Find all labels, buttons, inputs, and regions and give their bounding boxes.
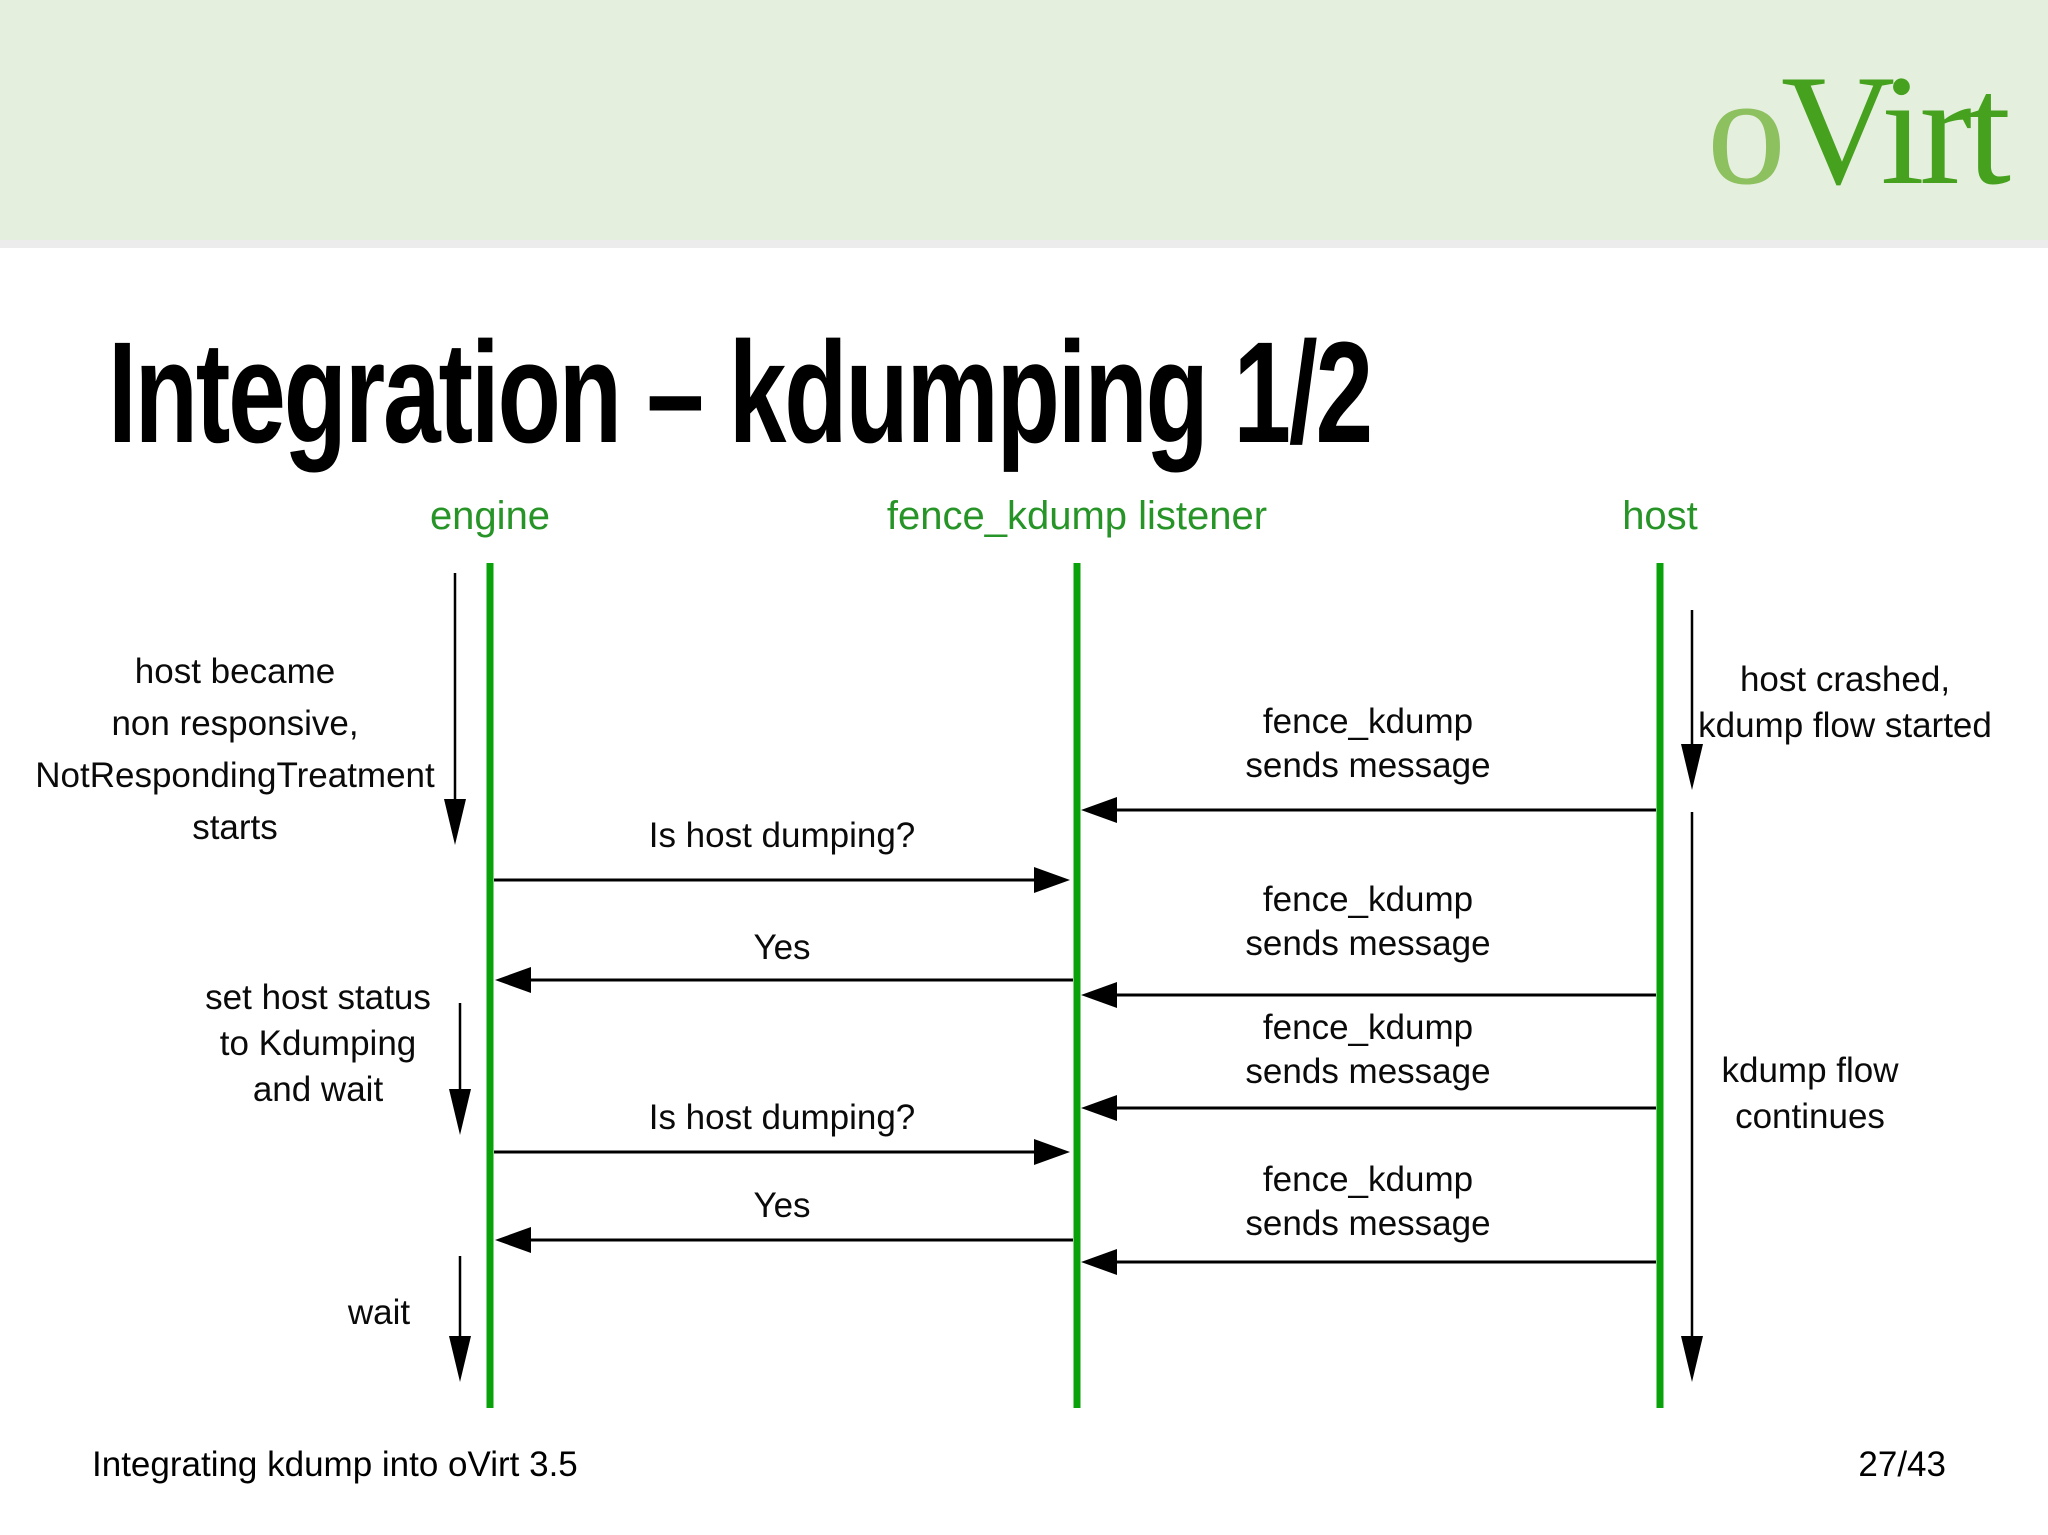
- lifeline-label-host: host: [1622, 494, 1698, 538]
- engine-note-set-status: set host status to Kdumping and wait: [118, 975, 518, 1113]
- message-label-line: fence_kdump: [1262, 702, 1474, 741]
- message-label-1: fence_kdump sends message: [1148, 700, 1588, 788]
- listener-lifeline: [1073, 563, 1081, 1408]
- message-label-line: fence_kdump: [1262, 880, 1474, 919]
- reply-arrow-1: [495, 967, 1073, 993]
- host-note-crashed: host crashed, kdump flow started: [1645, 657, 2045, 749]
- message-label-2: fence_kdump sends message: [1148, 878, 1588, 966]
- lifeline-label-engine: engine: [429, 494, 551, 538]
- note-line: set host status: [205, 978, 431, 1017]
- query-label-2: Is host dumping?: [648, 1098, 916, 1137]
- message-label-line: fence_kdump: [1262, 1160, 1474, 1199]
- note-line: continues: [1735, 1097, 1885, 1136]
- host-kdump-arrow-1: [1681, 610, 1703, 790]
- note-line: to Kdumping: [219, 1024, 417, 1063]
- query-arrow-2: [494, 1139, 1070, 1165]
- engine-wait-arrow: [449, 1256, 471, 1382]
- ovirt-logo-virt: Virt: [1780, 43, 2011, 218]
- query-arrow-1: [494, 867, 1070, 893]
- note-line: starts: [192, 808, 278, 847]
- message-label-line: fence_kdump: [1262, 1008, 1474, 1047]
- reply-label-1: Yes: [753, 928, 811, 967]
- lifeline-label-fence-kdump-listener: fence_kdump listener: [886, 494, 1268, 538]
- reply-label-2: Yes: [753, 1186, 811, 1225]
- note-line: host became: [134, 652, 336, 691]
- note-line: NotRespondingTreatment: [35, 756, 435, 795]
- host-lifeline: [1656, 563, 1664, 1408]
- query-label-1: Is host dumping?: [648, 816, 916, 855]
- slide-title: Integration – kdumping 1/2: [108, 312, 1373, 473]
- note-line: host crashed,: [1739, 660, 1951, 699]
- message-arrow-2: [1081, 982, 1656, 1008]
- footer-page-number: 27/43: [1858, 1445, 1946, 1484]
- footer-presentation-title: Integrating kdump into oVirt 3.5: [92, 1445, 578, 1484]
- note-line: kdump flow started: [1698, 706, 1992, 745]
- ovirt-logo: oVirt: [1707, 52, 2011, 210]
- message-label-line: sends message: [1245, 1204, 1491, 1243]
- message-label-line: sends message: [1245, 924, 1491, 963]
- message-arrow-3: [1081, 1095, 1656, 1121]
- engine-lifeline: [486, 563, 494, 1408]
- note-line: non responsive,: [111, 704, 359, 743]
- engine-note-nonresponsive: host became non responsive, NotRespondin…: [20, 646, 450, 854]
- host-note-kdump-continues: kdump flow continues: [1660, 1048, 1960, 1140]
- engine-note-wait: wait: [347, 1293, 411, 1332]
- message-label-line: sends message: [1245, 1052, 1491, 1091]
- message-arrow-1: [1081, 797, 1656, 823]
- message-label-3: fence_kdump sends message: [1148, 1006, 1588, 1094]
- host-kdump-arrow-2: [1681, 812, 1703, 1382]
- message-label-line: sends message: [1245, 746, 1491, 785]
- message-arrow-4: [1081, 1249, 1656, 1275]
- note-line: kdump flow: [1721, 1051, 1899, 1090]
- header-band: [0, 0, 2048, 248]
- message-label-4: fence_kdump sends message: [1148, 1158, 1588, 1246]
- ovirt-logo-o: o: [1706, 43, 1786, 218]
- engine-progress-arrow-1: [444, 573, 466, 845]
- note-line: and wait: [252, 1070, 384, 1109]
- engine-progress-arrow-2: [449, 1003, 471, 1135]
- reply-arrow-2: [495, 1227, 1073, 1253]
